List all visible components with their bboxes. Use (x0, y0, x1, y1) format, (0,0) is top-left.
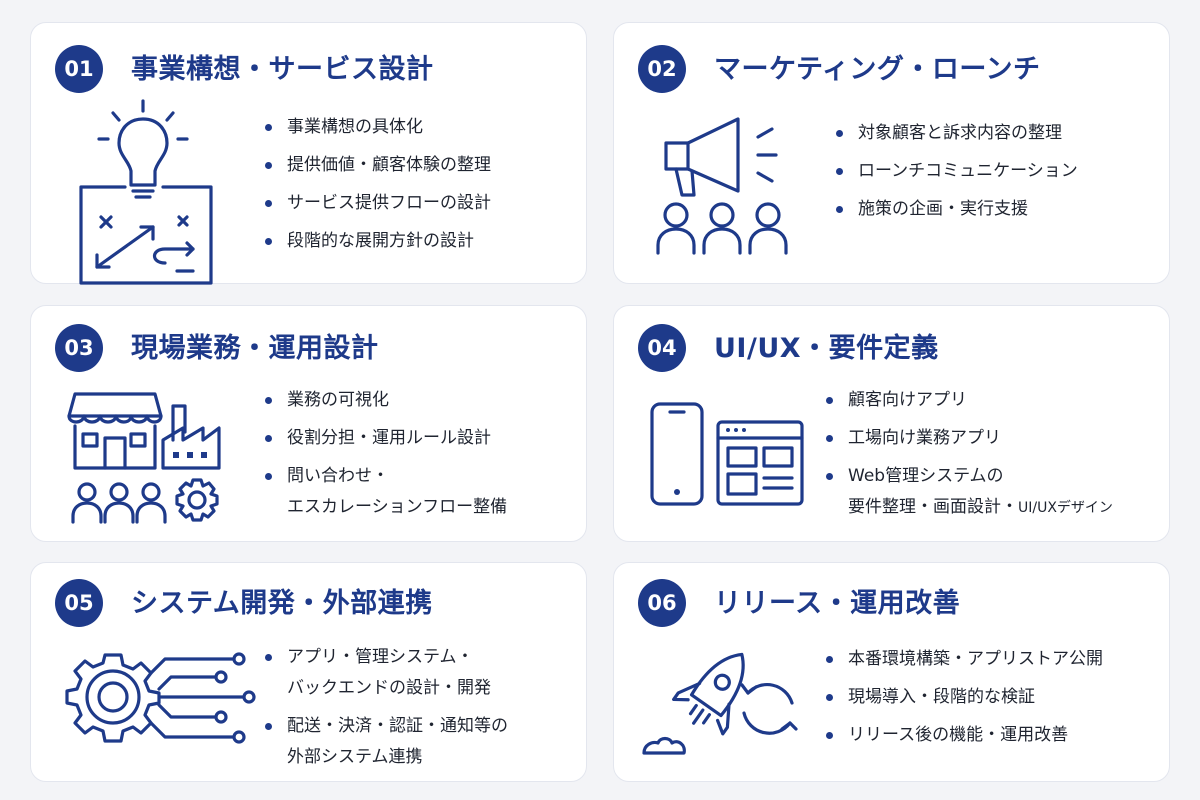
card-title: リリース・運用改善 (714, 588, 961, 619)
list-item: リリース後の機能・運用改善 (824, 723, 1103, 748)
number-badge: 03 (55, 324, 103, 372)
list-item: 段階的な展開方針の設計 (263, 229, 491, 254)
bullet-list: 本番環境構築・アプリストア公開 現場導入・段階的な検証 リリース後の機能・運用改… (824, 647, 1103, 761)
list-item-line: 配送・決済・認証・通知等の (287, 716, 508, 736)
number-badge: 04 (638, 324, 686, 372)
list-item: 事業構想の具体化 (263, 115, 491, 140)
store-factory-gear-icon (67, 388, 239, 528)
list-item: 現場導入・段階的な検証 (824, 685, 1103, 710)
list-item-line: バックエンドの設計・開発 (287, 678, 491, 698)
list-item-line: 問い合わせ・ (287, 466, 389, 486)
list-item: 本番環境構築・アプリストア公開 (824, 647, 1103, 672)
card-06: 06 リリース・運用改善 (613, 562, 1170, 782)
list-item: サービス提供フローの設計 (263, 191, 491, 216)
list-item-line: 外部システム連携 (287, 747, 423, 767)
number-badge: 06 (638, 579, 686, 627)
list-item: 工場向け業務アプリ (824, 426, 1113, 451)
list-item-text: 要件整理・画面設計・ (848, 497, 1018, 517)
list-item-line: 要件整理・画面設計・UI/UXデザイン (848, 495, 1113, 521)
bullet-list: 顧客向けアプリ 工場向け業務アプリ Web管理システムの 要件整理・画面設計・U… (824, 388, 1113, 534)
lightbulb-whiteboard-icon (75, 99, 225, 285)
rocket-refresh-icon (642, 641, 812, 761)
phone-browser-icon (648, 400, 808, 510)
list-item-line: Web管理システムの (848, 466, 1004, 486)
card-05: 05 システム開発・外部連携 アプリ・管理システム・ (30, 562, 587, 782)
list-item: アプリ・管理システム・ バックエンドの設計・開発 (263, 645, 508, 701)
list-item: 施策の企画・実行支援 (834, 197, 1078, 222)
bullet-list: 業務の可視化 役割分担・運用ルール設計 問い合わせ・ エスカレーションフロー整備 (263, 388, 507, 533)
bullet-list: 事業構想の具体化 提供価値・顧客体験の整理 サービス提供フローの設計 段階的な展… (263, 115, 491, 267)
list-item-line: エスカレーションフロー整備 (287, 497, 508, 517)
gear-circuit-icon (65, 647, 265, 767)
card-title: UI/UX・要件定義 (714, 333, 939, 364)
list-item: Web管理システムの 要件整理・画面設計・UI/UXデザイン (824, 464, 1113, 521)
megaphone-people-icon (654, 115, 804, 255)
number-badge: 01 (55, 45, 103, 93)
card-title: 事業構想・サービス設計 (131, 54, 434, 85)
card-title: マーケティング・ローンチ (714, 54, 1041, 85)
bullet-list: 対象顧客と訴求内容の整理 ローンチコミュニケーション 施策の企画・実行支援 (834, 121, 1078, 235)
card-title: 現場業務・運用設計 (131, 333, 379, 364)
card-03: 03 現場業務・運用設計 (30, 305, 587, 542)
card-01: 01 事業構想・サービス設計 (30, 22, 587, 285)
list-item-text-small: UI/UXデザイン (1018, 500, 1113, 516)
list-item: ローンチコミュニケーション (834, 159, 1078, 184)
list-item: 配送・決済・認証・通知等の 外部システム連携 (263, 714, 508, 770)
list-item: 対象顧客と訴求内容の整理 (834, 121, 1078, 146)
card-02: 02 マーケティング・ローンチ 対象顧客と訴求内容の整理 ローンチコミュニケ (613, 22, 1170, 284)
card-04: 04 UI/UX・要件定義 顧客向けアプリ 工場向け業務アプリ (613, 305, 1170, 542)
list-item: 提供価値・顧客体験の整理 (263, 153, 491, 178)
card-title: システム開発・外部連携 (131, 588, 433, 619)
number-badge: 05 (55, 579, 103, 627)
bullet-list: アプリ・管理システム・ バックエンドの設計・開発 配送・決済・認証・通知等の 外… (263, 645, 508, 783)
list-item: 業務の可視化 (263, 388, 507, 413)
list-item: 顧客向けアプリ (824, 388, 1113, 413)
list-item: 役割分担・運用ルール設計 (263, 426, 507, 451)
list-item: 問い合わせ・ エスカレーションフロー整備 (263, 464, 507, 520)
list-item-line: アプリ・管理システム・ (287, 647, 474, 667)
number-badge: 02 (638, 45, 686, 93)
